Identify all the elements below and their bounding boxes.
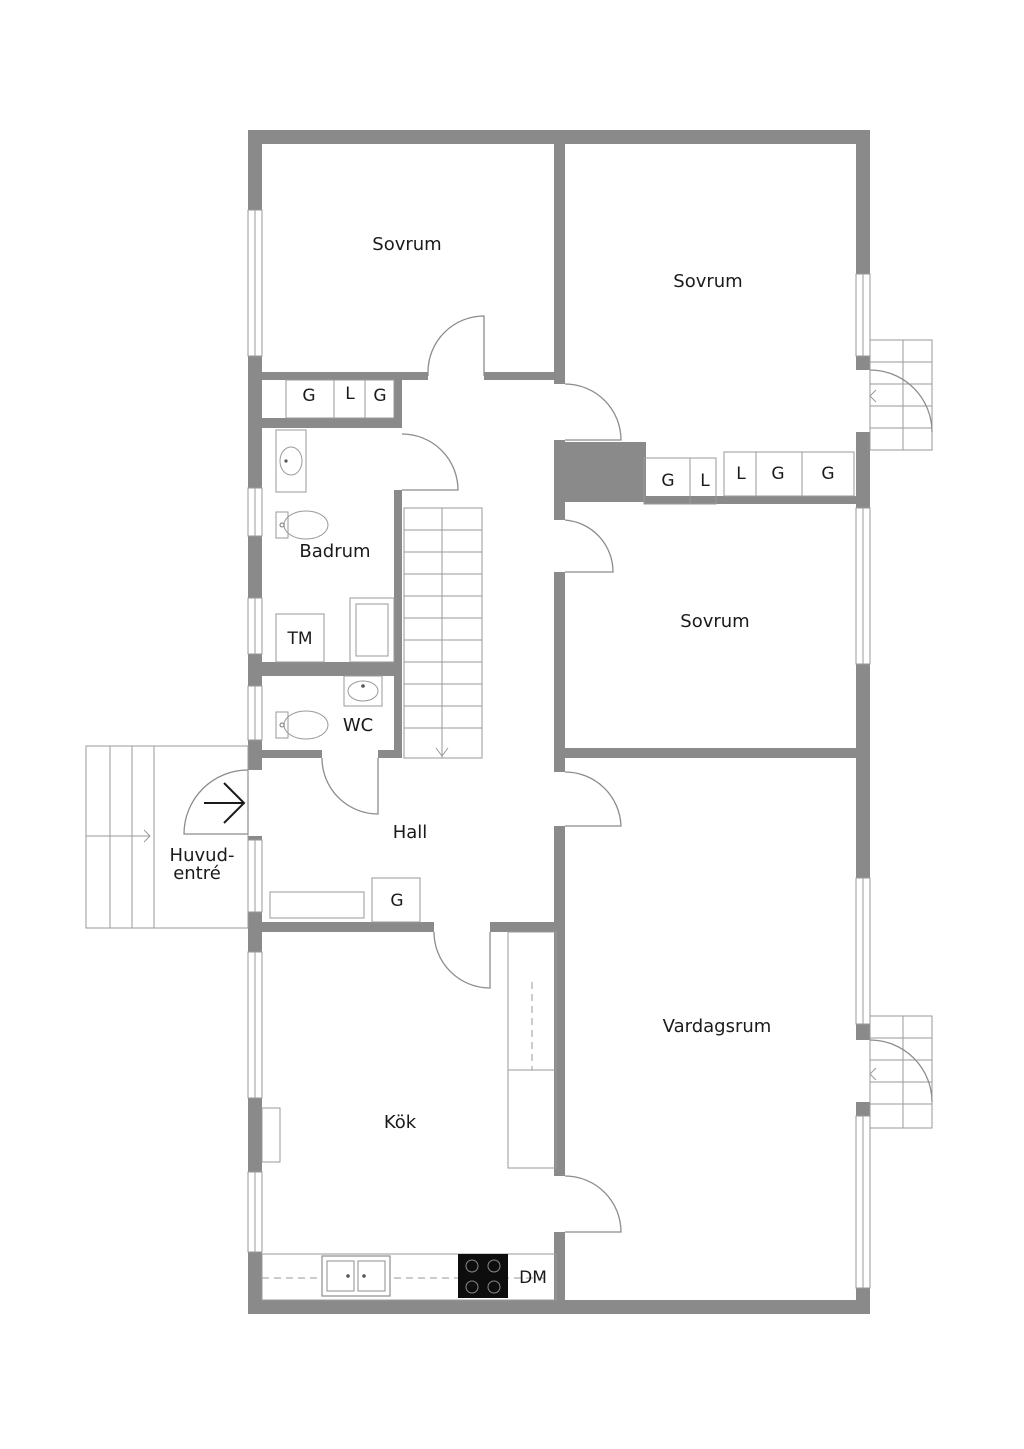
shower-icon (349, 597, 395, 663)
kitchen-side-table (261, 1107, 281, 1163)
door-wc (321, 757, 379, 815)
doors (183, 315, 622, 1233)
door-kitchen (433, 931, 491, 989)
wall-wc-bottom-a (260, 750, 322, 758)
wall-center-mid2 (554, 572, 565, 772)
hall-fixtures: G (269, 877, 421, 923)
outer-wall-top (248, 130, 870, 144)
wall-badrum-right (394, 490, 402, 750)
badrum-toilet-icon (275, 510, 329, 540)
wall-badrum-bottom (260, 662, 400, 676)
wall-sovrum1-bottom-a (260, 372, 428, 380)
badrum-sink-icon (275, 429, 307, 493)
wall-closet1-bottom (260, 418, 400, 428)
closet-1-l-label: L (345, 384, 355, 404)
closet-2-g1-label: G (661, 471, 674, 491)
tm-box (275, 613, 325, 663)
closet-2-l1-label: L (700, 471, 710, 491)
kitchen-fixtures: DM (261, 931, 557, 1301)
room-label-sovrum-3: Sovrum (680, 611, 749, 632)
room-labels: Sovrum Sovrum Sovrum Badrum WC Hall Huvu… (170, 234, 772, 1133)
tm-label: TM (286, 629, 312, 649)
door-entrance (183, 769, 249, 835)
room-label-hall: Hall (393, 822, 428, 843)
entrance-arrow-icon (204, 782, 246, 824)
hall-closet-label: G (390, 891, 403, 911)
room-label-badrum: Badrum (299, 541, 370, 562)
hall-bench (269, 891, 365, 919)
room-label-wc: WC (343, 715, 373, 736)
wall-kitchen-top-a (260, 922, 434, 932)
room-label-kok: Kök (384, 1112, 417, 1133)
wall-sovrum1-bottom-b (484, 372, 556, 380)
closet-2-g2-label: G (771, 464, 784, 484)
room-label-huvudentre-1: Huvud- (170, 845, 235, 866)
wall-center-upper (554, 144, 565, 384)
wall-closet1-right (394, 372, 402, 428)
kitchen-sink-icon (321, 1255, 391, 1297)
balcony-upper (869, 339, 933, 451)
wall-wc-right (394, 676, 402, 758)
staircase (403, 507, 483, 759)
door-sovrum-3 (564, 519, 614, 573)
closet-1-g2-label: G (373, 386, 386, 406)
closet-2-g3-label: G (821, 464, 834, 484)
wall-kitchen-top-b (490, 922, 556, 932)
closet-2-l2-label: L (736, 464, 746, 484)
walls (248, 130, 870, 1314)
closets-right: G L L G G (643, 451, 855, 505)
closets-upper-left: G L G (285, 379, 395, 419)
wall-wc-bottom-b (378, 750, 402, 758)
wall-center-bottom (554, 1232, 565, 1302)
door-badrum (401, 433, 459, 491)
door-vardagsrum-lower (564, 1175, 622, 1233)
wc-toilet-icon (275, 710, 329, 740)
badrum-fixtures: TM (275, 429, 395, 663)
door-sovrum-2 (564, 383, 622, 441)
room-label-huvudentre-2: entré (173, 863, 221, 884)
wall-closet-strip (644, 496, 858, 504)
door-sovrum-1 (427, 315, 485, 376)
wall-sovrum2-bottom (556, 442, 646, 502)
wc-fixtures (275, 675, 383, 740)
wall-center-lower (554, 826, 565, 1176)
room-label-sovrum-1: Sovrum (372, 234, 441, 255)
hall-closet (371, 877, 421, 923)
wall-sovrum3-bottom (556, 748, 858, 758)
kitchen-counter (261, 1253, 557, 1301)
wc-sink-icon (343, 675, 383, 707)
kitchen-cabinets-right (507, 931, 557, 1169)
door-vardagsrum-upper (564, 771, 622, 827)
balcony-lower (869, 1015, 933, 1129)
entrance-stairs (85, 745, 249, 929)
closet-1-g1-label: G (302, 386, 315, 406)
room-label-vardagsrum: Vardagsrum (663, 1016, 772, 1037)
room-label-sovrum-2: Sovrum (673, 271, 742, 292)
stove-icon (458, 1254, 508, 1298)
outer-wall-bottom (248, 1300, 870, 1314)
dm-label: DM (519, 1268, 547, 1288)
